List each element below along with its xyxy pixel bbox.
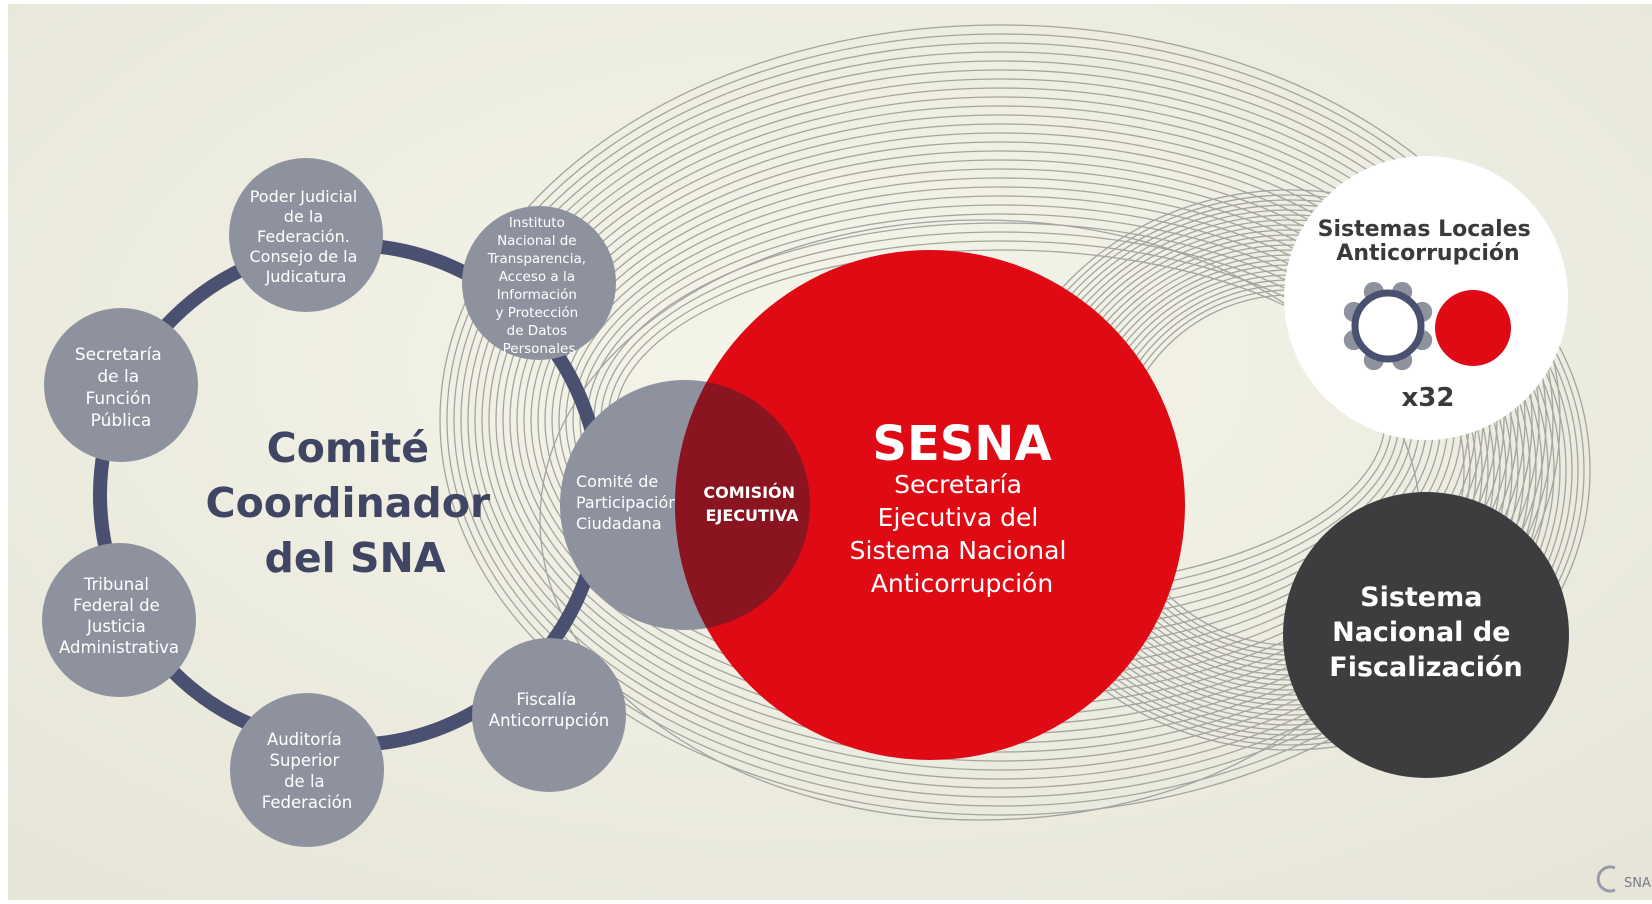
- local-committee-icon: [1343, 281, 1433, 371]
- member-secretaria-funcion-publica: Secretaría de la Función Pública: [44, 308, 198, 462]
- local-sesna-icon: [1435, 290, 1511, 366]
- sistemas-locales: Sistemas Locales Anticorrupción x32: [1284, 156, 1568, 440]
- svg-text:Sistema Nacional de: Sistema Nacional de Fiscalización: [1329, 582, 1522, 683]
- sesna-acronym: SESNA: [872, 416, 1051, 472]
- comision-ejecutiva-overlap: [675, 380, 810, 630]
- sistemas-locales-title: Sistemas Locales Anticorrupción: [1318, 217, 1539, 266]
- comision-ejecutiva-label: COMISIÓN EJECUTIVA: [703, 483, 800, 525]
- member-inai: Instituto Nacional de Transparencia, Acc…: [462, 206, 616, 360]
- svg-text:Poder Judicial de la: Poder Judicial de la Federación. Consejo…: [249, 187, 362, 286]
- svg-text:Comité de Participación: Comité de Participación Ciudadana: [576, 472, 684, 533]
- locales-multiplier: x32: [1402, 383, 1455, 413]
- committee-title: Comité Coordinador del SNA: [206, 424, 505, 582]
- svg-text:Instituto Nacional de: Instituto Nacional de Transparencia, Acc…: [487, 215, 591, 357]
- svg-text:SNA: SNA: [1624, 876, 1651, 891]
- svg-text:Tribunal Federal de: Tribunal Federal de Justicia Administrat…: [59, 575, 179, 657]
- sesna-subtitle: Secretaría Ejecutiva del Sistema Naciona…: [850, 470, 1075, 598]
- sna-watermark: SNA: [1596, 865, 1651, 893]
- member-fiscalia: Fiscalía Anticorrupción: [472, 638, 626, 792]
- sistema-fiscalizacion: Sistema Nacional de Fiscalización: [1283, 492, 1569, 778]
- sesna-circle: [675, 250, 1185, 760]
- svg-text:Auditoría Superior: Auditoría Superior de la Federación: [262, 730, 352, 812]
- member-poder-judicial: Poder Judicial de la Federación. Consejo…: [229, 158, 383, 312]
- member-tribunal: Tribunal Federal de Justicia Administrat…: [42, 543, 196, 697]
- svg-text:Fiscalía Anticorrupción: Fiscalía Anticorrupción: [489, 690, 609, 730]
- svg-text:Secretaría de la F: Secretaría de la Función Pública: [75, 345, 167, 431]
- member-auditoria: Auditoría Superior de la Federación: [230, 693, 384, 847]
